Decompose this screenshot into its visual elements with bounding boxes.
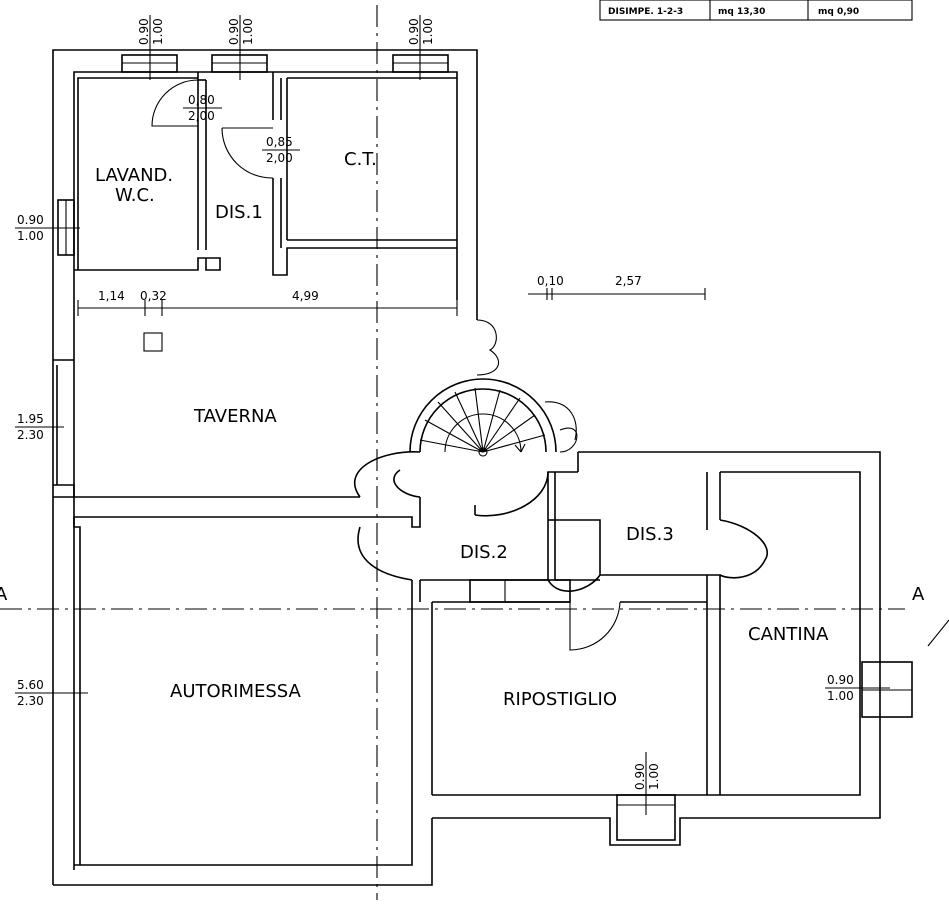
window-label-garage-width: 5.60 <box>17 678 44 692</box>
door-label-ct-height: 2,00 <box>266 151 293 165</box>
window-height: 1.00 <box>241 18 255 45</box>
dimension-label: 4,99 <box>292 289 319 303</box>
door-swings <box>151 79 621 651</box>
room-label-taverna: TAVERNA <box>193 406 277 427</box>
section-label-left: A <box>0 584 8 605</box>
room-label-dis2: DIS.2 <box>460 542 508 563</box>
window-label-top1: 0.90 1.00 <box>137 18 165 45</box>
section-arrow <box>927 619 949 647</box>
window-height: 1.00 <box>421 18 435 45</box>
room-label-dis3: DIS.3 <box>626 524 674 545</box>
window-label-taverna-height: 2.30 <box>17 428 44 442</box>
section-label-right: A <box>912 584 925 605</box>
window-label-ripostiglio: 0.90 1.00 <box>633 763 661 790</box>
window-height: 1.00 <box>647 763 661 790</box>
room-label-dis1: DIS.1 <box>215 202 263 223</box>
table-area-value: mq 13,30 <box>718 7 765 17</box>
door-label-lavand-width: 0,80 <box>188 93 215 107</box>
dimension-label: 2,57 <box>615 274 642 288</box>
window-label-wc-height: 1.00 <box>17 229 44 243</box>
column-square <box>143 332 163 352</box>
window-label-top2: 0.90 1.00 <box>227 18 255 45</box>
window-label-garage-height: 2.30 <box>17 694 44 708</box>
window-width: 0.90 <box>407 18 421 45</box>
room-label-wc: W.C. <box>115 185 155 206</box>
room-label-autorimessa: AUTORIMESSA <box>170 681 302 702</box>
window-height: 1.00 <box>151 18 165 45</box>
window-width: 0.90 <box>633 763 647 790</box>
window-label-top3: 0.90 1.00 <box>407 18 435 45</box>
window-label-cantina-height: 1.00 <box>827 689 854 703</box>
room-label-lavand: LAVAND. <box>95 165 173 186</box>
dimension-label: 0,10 <box>537 274 564 288</box>
dimension-label: 0,32 <box>140 289 167 303</box>
table-height-value: mq 0,90 <box>818 7 859 17</box>
spiral-staircase <box>409 378 577 517</box>
window-width: 0.90 <box>137 18 151 45</box>
window-frames <box>57 54 913 841</box>
window-label-cantina-width: 0.90 <box>827 673 854 687</box>
dimension-label: 1,14 <box>98 289 125 303</box>
area-table: DISIMPE. 1-2-3 mq 13,30 mq 0,90 <box>599 0 913 21</box>
window-label-wc-width: 0.90 <box>17 213 44 227</box>
door-label-lavand-height: 2,00 <box>188 109 215 123</box>
window-width: 0.90 <box>227 18 241 45</box>
curved-bays <box>353 319 768 592</box>
door-label-ct-width: 0,85 <box>266 135 293 149</box>
window-label-taverna-width: 1.95 <box>17 412 44 426</box>
room-label-ct: C.T. <box>344 149 377 170</box>
table-row-label: DISIMPE. 1-2-3 <box>608 7 683 17</box>
room-label-cantina: CANTINA <box>748 624 829 645</box>
outer-walls <box>52 49 881 886</box>
room-label-ripostiglio: RIPOSTIGLIO <box>503 689 617 710</box>
dimension-lines <box>15 15 890 815</box>
